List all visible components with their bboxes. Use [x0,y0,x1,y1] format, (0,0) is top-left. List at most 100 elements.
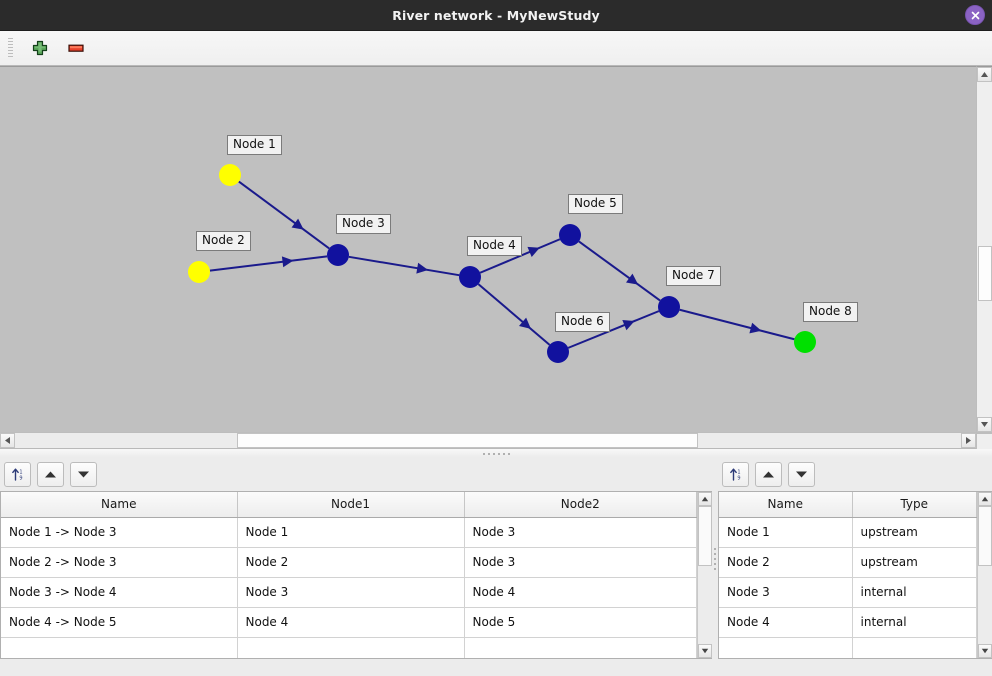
graph-node-label-node-5[interactable]: Node 5 [568,194,623,214]
reaches-table-row[interactable] [1,637,697,658]
canvas-vertical-scrollbar[interactable] [976,66,992,432]
reaches-table-cell[interactable]: Node 2 [237,547,465,578]
nodes-vertical-scrollbar[interactable] [977,492,992,658]
reaches-scroll-down-icon[interactable] [698,644,712,658]
canvas-horizontal-scroll-thumb[interactable] [237,433,698,448]
reaches-scroll-up-icon[interactable] [698,492,712,506]
graph-node-label-node-7[interactable]: Node 7 [666,266,721,286]
reaches-table-cell[interactable]: Node 3 [464,517,697,548]
scroll-right-icon[interactable] [961,433,976,448]
reaches-column-header[interactable]: Node1 [237,492,465,518]
graph-edge[interactable] [679,308,795,341]
graph-edge[interactable] [479,238,561,274]
nodes-scroll-up-icon[interactable] [978,492,992,506]
nodes-table-cell[interactable] [852,637,977,658]
nodes-column-header[interactable]: Name [719,492,853,518]
reaches-table-cell[interactable]: Node 3 [237,577,465,608]
graph-node-node-2[interactable] [188,261,210,283]
add-plus-icon[interactable] [29,37,51,59]
nodes-scroll-thumb[interactable] [978,506,992,566]
nodes-table-cell[interactable]: upstream [852,547,977,578]
hscroll-track-left[interactable] [15,433,237,448]
toolbar-grip[interactable] [8,38,13,58]
graph-node-node-7[interactable] [658,296,680,318]
scroll-left-icon[interactable] [0,433,15,448]
vertical-splitter[interactable] [712,458,718,659]
reaches-scroll-thumb[interactable] [698,506,712,566]
reaches-table-cell[interactable]: Node 3 -> Node 4 [1,577,238,608]
close-icon[interactable] [965,5,985,25]
nodes-move-down-button[interactable] [788,462,815,487]
arrow-down-icon [796,471,807,478]
nodes-table-cell[interactable]: Node 4 [719,607,853,638]
nodes-table-cell[interactable]: Node 1 [719,517,853,548]
graph-node-label-node-4[interactable]: Node 4 [467,236,522,256]
nodes-table-cell[interactable]: Node 2 [719,547,853,578]
reaches-table-cell[interactable] [464,637,697,658]
graph-node-node-8[interactable] [794,331,816,353]
reaches-table-cell[interactable]: Node 4 -> Node 5 [1,607,238,638]
reaches-table-cell[interactable]: Node 1 [237,517,465,548]
reaches-move-down-button[interactable] [70,462,97,487]
graph-node-label-node-6[interactable]: Node 6 [555,312,610,332]
canvas-vertical-scroll-thumb[interactable] [978,246,992,301]
river-network-graph[interactable] [0,67,976,432]
nodes-sort-button[interactable]: 1 9 [722,462,749,487]
nodes-column-header[interactable]: Type [852,492,977,518]
nodes-move-up-button[interactable] [755,462,782,487]
graph-edge[interactable] [348,255,460,277]
remove-minus-icon[interactable] [65,37,87,59]
graph-edge[interactable] [578,240,661,302]
graph-node-node-4[interactable] [459,266,481,288]
graph-edge[interactable] [238,180,330,250]
nodes-table-cell[interactable]: upstream [852,517,977,548]
nodes-table-cell[interactable]: Node 3 [719,577,853,608]
reaches-table-cell[interactable]: Node 1 -> Node 3 [1,517,238,548]
reaches-table-cell[interactable] [1,637,238,658]
reaches-column-header[interactable]: Name [1,492,238,518]
hscroll-track-right[interactable] [698,433,961,448]
graph-canvas-holder[interactable]: Node 1 Node 2 Node 3 Node 4 Node 5 Node 6 Node… [0,66,976,432]
reaches-table-cell[interactable]: Node 2 -> Node 3 [1,547,238,578]
graph-node-node-6[interactable] [547,341,569,363]
reaches-vertical-scrollbar[interactable] [697,492,712,658]
nodes-table-cell[interactable]: internal [852,607,977,638]
svg-text:1: 1 [737,469,740,475]
reaches-table-cell[interactable]: Node 4 [464,577,697,608]
graph-edge[interactable] [567,310,660,349]
scroll-down-icon[interactable] [977,417,992,432]
graph-node-node-3[interactable] [327,244,349,266]
reaches-table-cell[interactable]: Node 4 [237,607,465,638]
graph-edge[interactable] [477,283,551,346]
graph-node-label-node-8[interactable]: Node 8 [803,302,858,322]
graph-edge[interactable] [209,255,328,272]
reaches-sort-button[interactable]: 1 9 [4,462,31,487]
horizontal-splitter[interactable] [0,448,992,458]
nodes-table-cell[interactable]: internal [852,577,977,608]
graph-node-label-node-3[interactable]: Node 3 [336,214,391,234]
canvas-horizontal-scrollbar[interactable] [0,432,992,449]
reaches-table-cell[interactable] [237,637,465,658]
graph-node-node-5[interactable] [559,224,581,246]
reaches-table-cell[interactable]: Node 5 [464,607,697,638]
graph-node-node-1[interactable] [219,164,241,186]
reaches-move-up-button[interactable] [37,462,64,487]
nodes-table-row[interactable] [719,637,977,658]
graph-node-label-node-2[interactable]: Node 2 [196,231,251,251]
scroll-up-icon[interactable] [977,67,992,82]
nodes-table-cell[interactable] [719,637,853,658]
reaches-column-header[interactable]: Node2 [464,492,697,518]
reaches-table-cell[interactable]: Node 3 [464,547,697,578]
nodes-scroll-down-icon[interactable] [978,644,992,658]
graph-node-label-node-1[interactable]: Node 1 [227,135,282,155]
